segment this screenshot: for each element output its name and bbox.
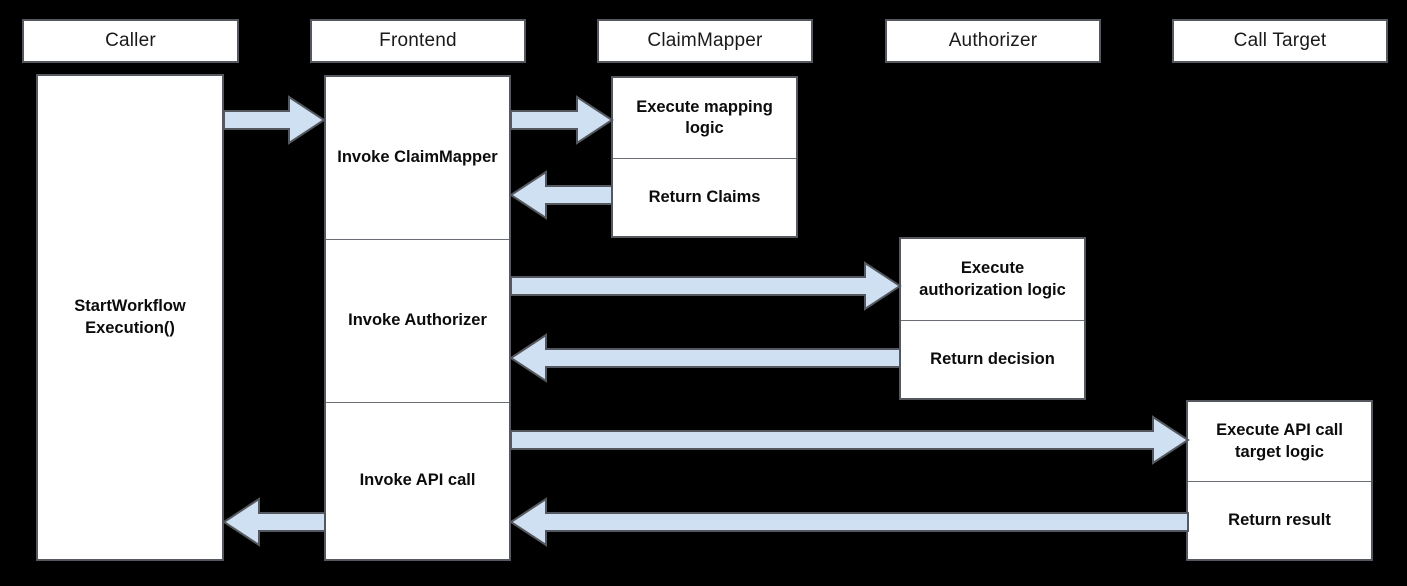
lifeline-header-authorizer: Authorizer bbox=[885, 19, 1101, 63]
activation-calltarget: Execute API call target logic Return res… bbox=[1186, 400, 1373, 561]
segment-execute-mapping-logic: Execute mapping logic bbox=[636, 97, 773, 137]
segment-return-result: Return result bbox=[1188, 481, 1371, 559]
lifeline-label-caller: Caller bbox=[105, 30, 156, 51]
lifeline-header-claimmapper: ClaimMapper bbox=[597, 19, 813, 63]
segment-return-decision: Return decision bbox=[901, 320, 1084, 398]
segment-return-claims: Return Claims bbox=[613, 158, 796, 236]
lifeline-label-authorizer: Authorizer bbox=[948, 30, 1038, 51]
message-arrow-frontend-to-calltarget bbox=[510, 415, 1190, 465]
message-arrow-caller-to-frontend bbox=[223, 95, 326, 145]
lifeline-label-frontend: Frontend bbox=[379, 30, 457, 51]
lifeline-header-calltarget: Call Target bbox=[1172, 19, 1388, 63]
message-arrow-frontend-to-caller bbox=[222, 497, 326, 547]
activation-authorizer: Execute authorization logic Return decis… bbox=[899, 237, 1086, 400]
segment-start-workflow-execution: StartWorkflow Execution() bbox=[74, 297, 186, 337]
message-arrow-calltarget-to-frontend bbox=[509, 497, 1189, 547]
segment-execute-api-call-target-logic: Execute API call target logic bbox=[1216, 421, 1343, 461]
activation-claimmapper: Execute mapping logic Return Claims bbox=[611, 76, 798, 238]
message-arrow-authorizer-to-frontend bbox=[509, 333, 901, 383]
lifeline-label-calltarget: Call Target bbox=[1233, 30, 1327, 51]
lifeline-header-caller: Caller bbox=[22, 19, 239, 63]
activation-caller: StartWorkflow Execution() bbox=[36, 74, 224, 561]
message-arrow-frontend-to-claimmapper bbox=[510, 95, 614, 145]
lifeline-header-frontend: Frontend bbox=[310, 19, 526, 63]
segment-invoke-authorizer: Invoke Authorizer bbox=[326, 239, 509, 402]
activation-frontend: Invoke ClaimMapper Invoke Authorizer Inv… bbox=[324, 75, 511, 561]
segment-invoke-claimmapper: Invoke ClaimMapper bbox=[337, 148, 498, 167]
message-arrow-frontend-to-authorizer bbox=[510, 261, 902, 311]
lifeline-label-claimmapper: ClaimMapper bbox=[647, 30, 763, 51]
message-arrow-claimmapper-to-frontend bbox=[509, 170, 613, 220]
segment-invoke-api-call: Invoke API call bbox=[326, 402, 509, 559]
segment-execute-authorization-logic: Execute authorization logic bbox=[919, 259, 1066, 299]
